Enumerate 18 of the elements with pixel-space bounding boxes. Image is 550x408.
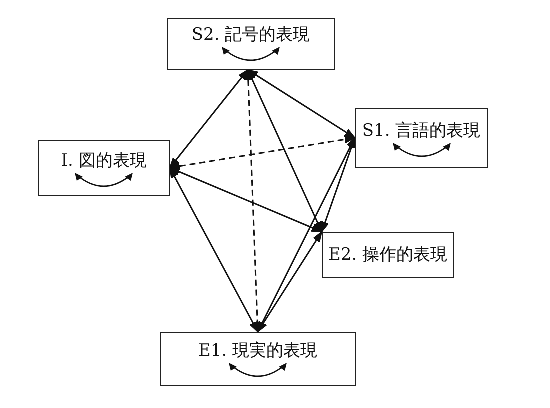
double-arrow [248,69,356,139]
double-arrow [169,70,249,168]
double-arrow [170,167,322,233]
box-label: E2. 操作的表現 [328,245,448,265]
double-arrow [257,232,323,332]
box-label: S2. 記号的表現 [192,25,310,45]
representation-box [167,18,335,70]
double-arrow [257,138,356,332]
representation-box [355,108,488,168]
box-label: S1. 言語的表現 [362,121,481,141]
representation-box [322,232,454,278]
box-label: E1. 現実的表現 [198,341,318,361]
double-arrow [169,168,259,332]
dashed-arrow [170,136,356,170]
box-label: I. 図的表現 [61,151,147,171]
representation-box [38,140,170,196]
double-arrow [247,70,323,232]
representation-box [160,332,356,386]
